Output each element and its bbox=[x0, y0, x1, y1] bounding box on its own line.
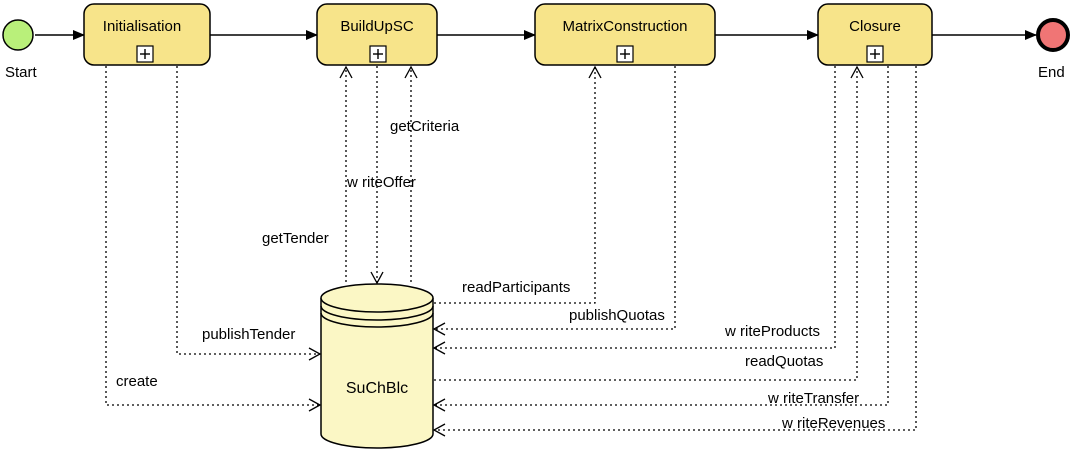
datastore-top bbox=[320, 283, 434, 313]
expand-plus-icon[interactable] bbox=[369, 45, 387, 63]
expand-plus-icon[interactable] bbox=[866, 45, 884, 63]
task-closure-box bbox=[817, 3, 933, 66]
msg-writetransfer-label: w riteTransfer bbox=[767, 390, 859, 407]
msg-readparticipants[interactable]: readParticipants bbox=[434, 65, 602, 304]
task-buildupsc[interactable]: BuildUpSC bbox=[316, 3, 438, 66]
task-closure-label: Closure bbox=[849, 18, 901, 35]
msg-publishquotas[interactable]: publishQuotas bbox=[432, 66, 676, 336]
msg-publishtender[interactable]: publishTender bbox=[176, 66, 322, 361]
task-initialisation-label: Initialisation bbox=[103, 18, 181, 35]
msg-publishquotas-label: publishQuotas bbox=[569, 307, 665, 324]
end-event[interactable]: End bbox=[1036, 18, 1070, 81]
msg-getcriteria[interactable]: getCriteria bbox=[390, 65, 460, 282]
msg-publishtender-label: publishTender bbox=[202, 326, 295, 343]
msg-writeoffer[interactable]: w riteOffer bbox=[346, 66, 416, 285]
datastore-body bbox=[320, 298, 434, 449]
task-matrixconstruction-box bbox=[534, 3, 716, 66]
datastore-ring bbox=[320, 305, 434, 321]
end-event-circle bbox=[1036, 18, 1070, 52]
msg-getcriteria-label: getCriteria bbox=[390, 118, 460, 135]
datastore-suchblc[interactable]: SuChBlc bbox=[320, 283, 434, 449]
msg-readquotas[interactable]: readQuotas bbox=[434, 65, 864, 381]
msg-writeoffer-label: w riteOffer bbox=[346, 174, 416, 191]
datastore-label: SuChBlc bbox=[346, 380, 408, 397]
end-event-label: End bbox=[1038, 64, 1065, 81]
msg-writeproducts-label: w riteProducts bbox=[724, 323, 820, 340]
start-event[interactable]: Start bbox=[2, 19, 38, 81]
msg-writetransfer[interactable]: w riteTransfer bbox=[432, 66, 889, 412]
expand-plus-icon[interactable] bbox=[136, 45, 154, 63]
msg-writerevenues[interactable]: w riteRevenues bbox=[432, 66, 917, 437]
task-matrixconstruction-label: MatrixConstruction bbox=[562, 18, 687, 35]
task-matrixconstruction[interactable]: MatrixConstruction bbox=[534, 3, 716, 66]
task-initialisation[interactable]: Initialisation bbox=[83, 3, 211, 66]
start-event-label: Start bbox=[5, 64, 38, 81]
task-buildupsc-box bbox=[316, 3, 438, 66]
msg-gettender[interactable]: getTender bbox=[262, 65, 353, 282]
msg-writerevenues-label: w riteRevenues bbox=[781, 415, 885, 432]
msg-writeproducts[interactable]: w riteProducts bbox=[432, 66, 836, 355]
msg-gettender-label: getTender bbox=[262, 230, 329, 247]
start-event-circle bbox=[2, 19, 34, 51]
datastore-ring bbox=[320, 312, 434, 328]
msg-readquotas-label: readQuotas bbox=[745, 353, 823, 370]
task-closure[interactable]: Closure bbox=[817, 3, 933, 66]
msg-readparticipants-label: readParticipants bbox=[462, 279, 570, 296]
task-initialisation-box bbox=[83, 3, 211, 66]
task-buildupsc-label: BuildUpSC bbox=[340, 18, 414, 35]
expand-plus-icon[interactable] bbox=[616, 45, 634, 63]
msg-create[interactable]: create bbox=[105, 66, 322, 412]
msg-create-label: create bbox=[116, 373, 158, 390]
